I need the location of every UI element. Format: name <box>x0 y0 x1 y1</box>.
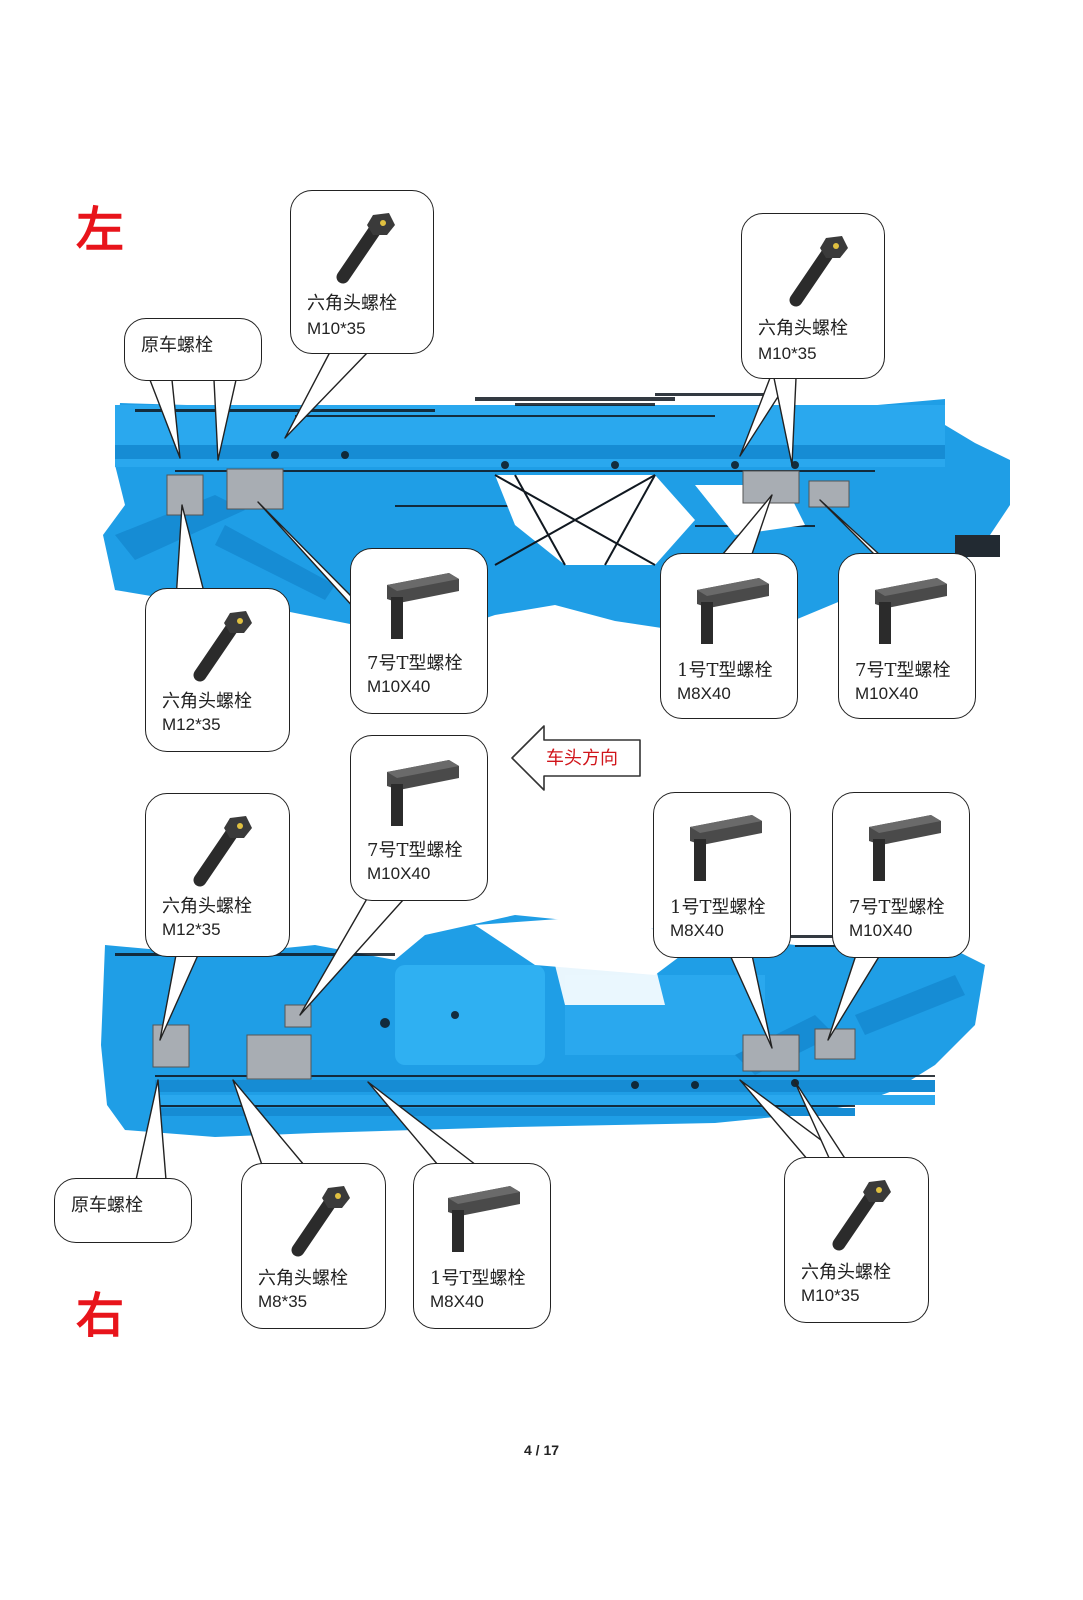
callout-hex-bolt-m8x35: 六角头螺栓 M8*35 <box>241 1163 386 1329</box>
t-bolt-icon <box>697 578 769 644</box>
t-bolt-icon <box>387 760 459 826</box>
callout-spec: M12*35 <box>162 715 221 734</box>
callout-label: 原车螺栓 <box>71 1195 143 1216</box>
hex-bolt-icon <box>336 213 395 284</box>
t-bolt-icon <box>387 573 459 639</box>
callout-name: 1号T型螺栓 <box>430 1268 526 1289</box>
callout-spec: M12*35 <box>162 920 221 939</box>
callout-hex-bolt-m10x35: 六角头螺栓 M10*35 <box>290 190 434 354</box>
callout-name: 六角头螺栓 <box>162 691 252 712</box>
callout-spec: M8X40 <box>430 1292 484 1311</box>
right-side-label: 右 <box>76 1288 125 1344</box>
t-bolt-icon <box>690 815 762 881</box>
callout-spec: M10X40 <box>367 864 431 883</box>
callout-hex-bolt-m10x35-right: 六角头螺栓 M10*35 <box>741 213 885 379</box>
callout-t-bolt-7-m10x40-bottom-right: 7号T型螺栓 M10X40 <box>832 792 970 958</box>
callout-name: 六角头螺栓 <box>307 293 397 314</box>
t-bolt-icon <box>869 815 941 881</box>
callout-spec: M8*35 <box>258 1292 308 1311</box>
callout-name: 7号T型螺栓 <box>367 840 463 861</box>
left-side-label: 左 <box>76 202 125 258</box>
callout-label: 原车螺栓 <box>141 335 213 356</box>
callout-spec: M10X40 <box>849 921 913 940</box>
callout-name: 7号T型螺栓 <box>855 660 951 681</box>
callout-name: 六角头螺栓 <box>758 318 848 339</box>
hex-bolt-icon <box>291 1186 350 1257</box>
callout-name: 1号T型螺栓 <box>670 897 766 918</box>
callout-name: 1号T型螺栓 <box>677 660 773 681</box>
callout-original-bolt: 原车螺栓 <box>124 318 262 381</box>
callout-t-bolt-7-m10x40: 7号T型螺栓 M10X40 <box>350 548 488 714</box>
t-bolt-icon <box>875 578 947 644</box>
callout-name: 7号T型螺栓 <box>849 897 945 918</box>
callout-spec: M10*35 <box>801 1286 860 1305</box>
page-number: 4 / 17 <box>523 1442 560 1458</box>
callout-t-bolt-7-m10x40-bottom: 7号T型螺栓 M10X40 <box>350 735 488 901</box>
hex-bolt-icon <box>789 236 848 307</box>
callout-t-bolt-1-m8x40-bottom: 1号T型螺栓 M8X40 <box>653 792 791 958</box>
front-direction-arrow <box>511 725 641 791</box>
hex-bolt-icon <box>193 816 252 887</box>
callout-name: 7号T型螺栓 <box>367 653 463 674</box>
callout-t-bolt-1-m8x40: 1号T型螺栓 M8X40 <box>660 553 798 719</box>
front-direction-label-wrap: 车头方向 <box>510 722 644 794</box>
callout-name: 六角头螺栓 <box>258 1268 348 1289</box>
hex-bolt-icon <box>832 1180 891 1251</box>
callout-spec: M10X40 <box>855 684 919 703</box>
callout-spec: M8X40 <box>670 921 724 940</box>
callout-name: 六角头螺栓 <box>801 1262 891 1283</box>
callout-t-bolt-7-m10x40-right: 7号T型螺栓 M10X40 <box>838 553 976 719</box>
callout-name: 六角头螺栓 <box>162 896 252 917</box>
callout-spec: M10*35 <box>758 344 817 363</box>
front-direction-label: 车头方向 <box>546 748 618 769</box>
callout-spec: M10*35 <box>307 319 366 338</box>
callout-hex-bolt-m12x35: 六角头螺栓 M12*35 <box>145 588 290 752</box>
t-bolt-icon <box>448 1186 520 1252</box>
hex-bolt-icon <box>193 611 252 682</box>
callout-spec: M8X40 <box>677 684 731 703</box>
callout-spec: M10X40 <box>367 677 431 696</box>
callout-hex-bolt-m10x35-bottom: 六角头螺栓 M10*35 <box>784 1157 929 1323</box>
callout-hex-bolt-m12x35-bottom: 六角头螺栓 M12*35 <box>145 793 290 957</box>
callout-original-bolt-bottom: 原车螺栓 <box>54 1178 192 1243</box>
callout-t-bolt-1-m8x40-lower: 1号T型螺栓 M8X40 <box>413 1163 551 1329</box>
